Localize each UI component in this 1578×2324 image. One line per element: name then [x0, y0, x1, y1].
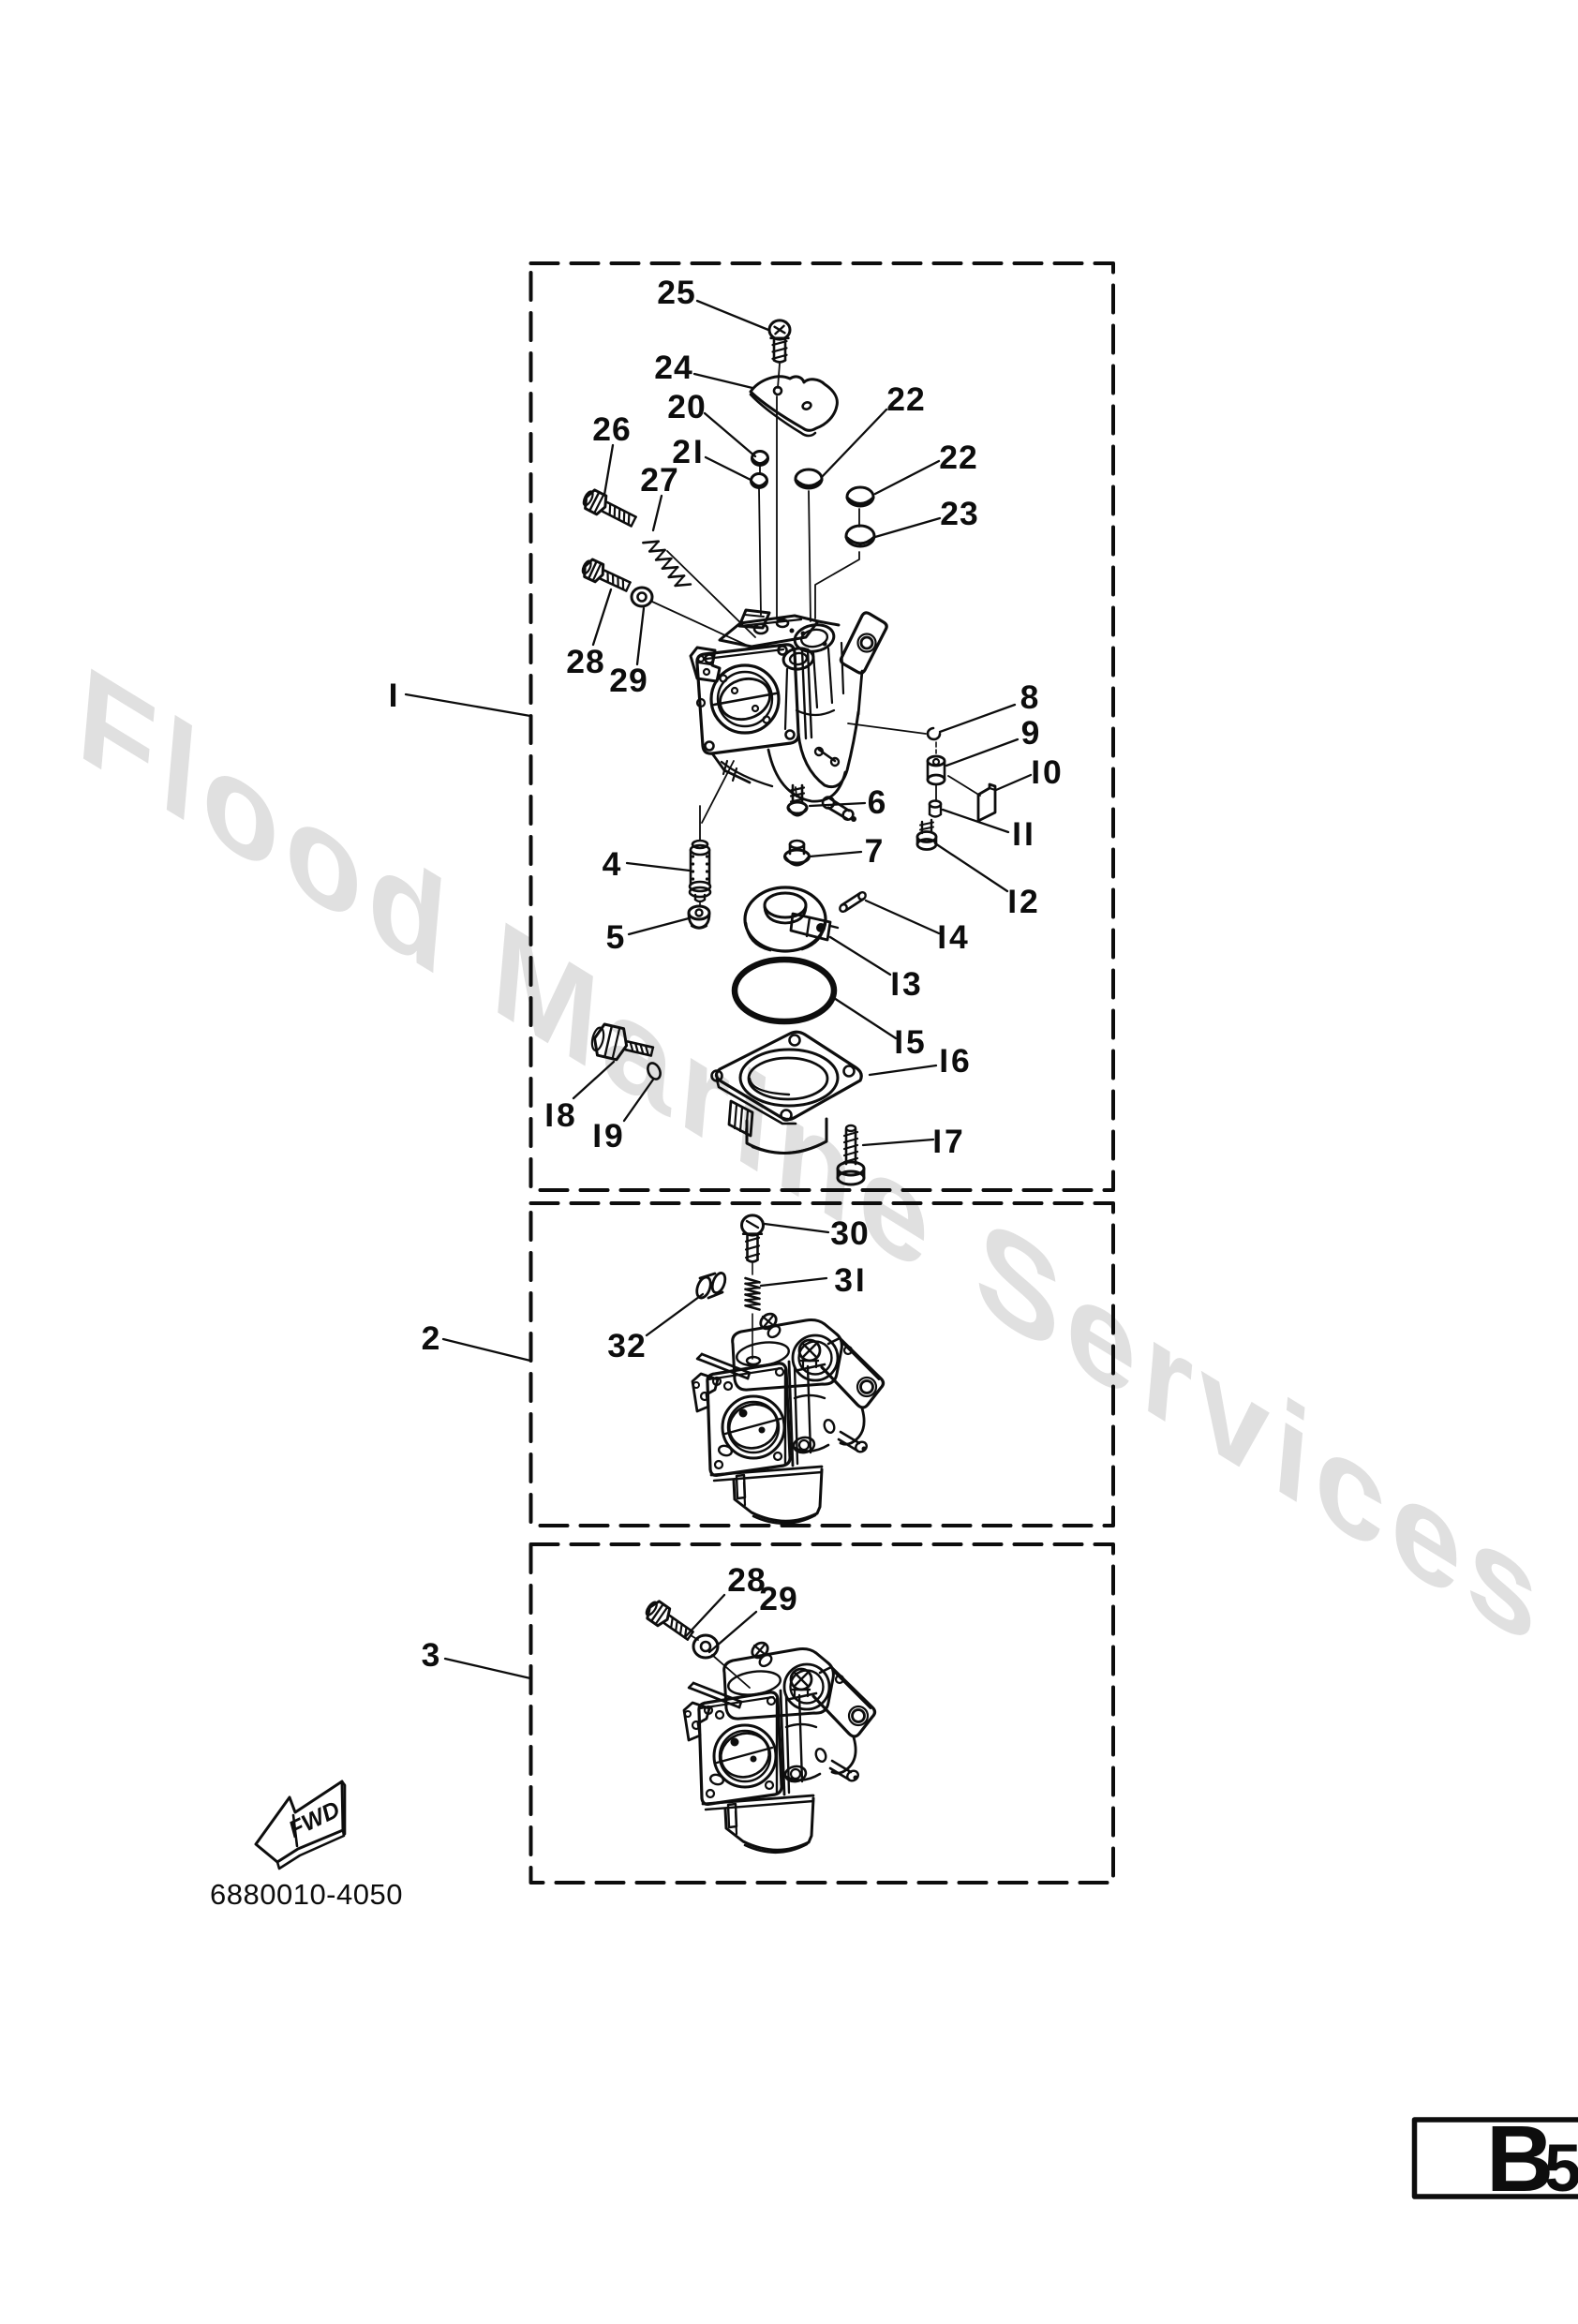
- svg-text:I5: I5: [894, 1023, 928, 1061]
- svg-text:23: 23: [940, 495, 979, 532]
- svg-text:5: 5: [606, 918, 626, 956]
- svg-text:I3: I3: [890, 965, 924, 1003]
- svg-text:I9: I9: [592, 1117, 626, 1155]
- svg-text:7: 7: [865, 832, 885, 870]
- svg-text:II: II: [1012, 815, 1036, 853]
- svg-text:8: 8: [1020, 678, 1040, 716]
- svg-text:2: 2: [422, 1319, 441, 1357]
- svg-text:I8: I8: [544, 1096, 578, 1134]
- svg-text:22: 22: [939, 439, 978, 476]
- svg-text:22: 22: [886, 380, 926, 418]
- svg-text:28: 28: [727, 1561, 767, 1599]
- svg-text:6: 6: [868, 783, 887, 821]
- svg-text:20: 20: [667, 388, 707, 425]
- svg-text:B: B: [1486, 2107, 1554, 2212]
- svg-text:5: 5: [1544, 2132, 1578, 2206]
- svg-text:28: 28: [566, 643, 605, 680]
- svg-text:32: 32: [607, 1327, 647, 1364]
- svg-text:3: 3: [422, 1636, 441, 1674]
- svg-text:27: 27: [640, 461, 679, 499]
- svg-text:I2: I2: [1007, 883, 1041, 920]
- svg-text:25: 25: [657, 274, 696, 311]
- svg-text:2I: 2I: [672, 433, 706, 470]
- svg-text:29: 29: [609, 662, 648, 699]
- svg-text:I6: I6: [939, 1042, 973, 1080]
- svg-text:I4: I4: [937, 918, 971, 956]
- svg-text:I0: I0: [1031, 753, 1064, 791]
- svg-text:26: 26: [592, 410, 632, 448]
- svg-text:24: 24: [654, 349, 693, 386]
- svg-text:6880010-4050: 6880010-4050: [210, 1878, 403, 1911]
- svg-text:4: 4: [603, 845, 622, 883]
- svg-text:30: 30: [830, 1214, 870, 1252]
- svg-text:29: 29: [759, 1580, 798, 1617]
- svg-text:9: 9: [1021, 714, 1041, 752]
- svg-text:3I: 3I: [834, 1261, 868, 1299]
- svg-text:I: I: [389, 677, 401, 714]
- svg-text:I7: I7: [932, 1123, 966, 1160]
